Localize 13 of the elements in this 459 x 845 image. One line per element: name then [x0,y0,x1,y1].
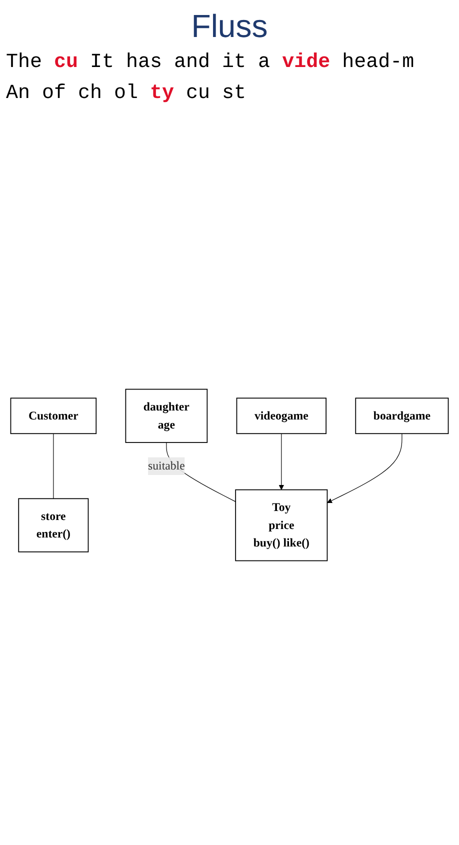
slide-title: Fluss [190,8,269,45]
node-box: store enter() [18,498,89,552]
arrow [278,433,284,490]
bullet-text: The cu It has and it a vide head-m [6,51,416,74]
node-box: boardgame [355,398,449,434]
node-box: Toy price buy() like() [235,489,328,562]
connector [53,433,54,499]
node-box: daughter age [125,388,208,443]
bullet-text: An of ch ol ty cu st [6,82,248,105]
arrow [327,433,402,504]
node-box: videogame [236,398,327,434]
edge-label: suitable [148,460,185,473]
node-box: Customer [10,398,97,434]
